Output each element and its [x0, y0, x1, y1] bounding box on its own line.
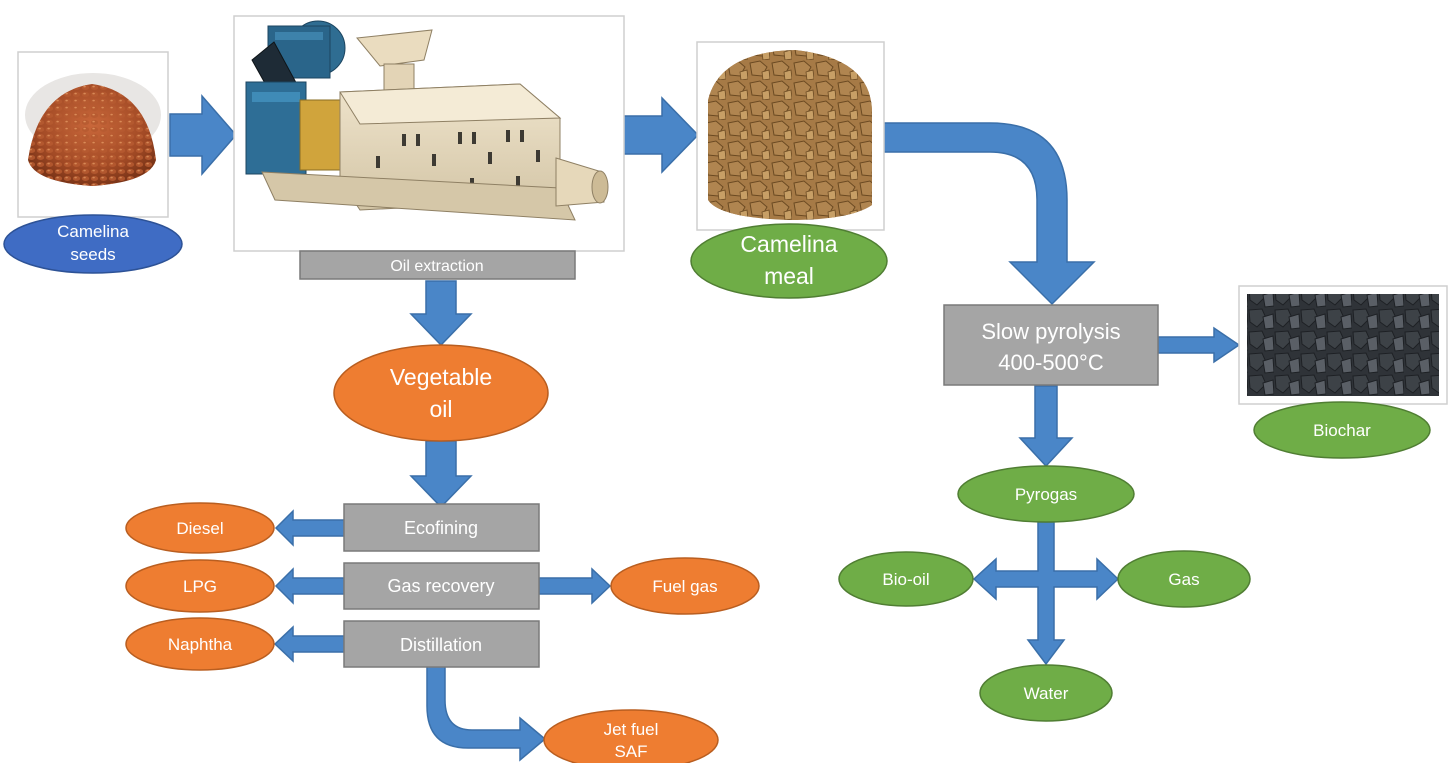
node-camelina-meal: Camelina meal	[690, 223, 888, 299]
oil-extraction-label: Oil extraction	[390, 258, 483, 275]
jet-fuel-line2: SAF	[614, 742, 647, 761]
slow-pyrolysis-line1: Slow pyrolysis	[981, 319, 1120, 344]
node-fuel-gas: Fuel gas	[610, 557, 760, 615]
biochar-image	[1238, 285, 1448, 405]
node-jet-fuel: Jet fuel SAF	[543, 709, 719, 763]
vegetable-oil-line2: oil	[429, 396, 452, 422]
arrow-distillation-to-jetfuel	[426, 665, 547, 762]
node-naphtha: Naphtha	[125, 617, 275, 671]
fuel-gas-label: Fuel gas	[652, 577, 717, 596]
camelina-meal-line2: meal	[764, 263, 814, 289]
box-distillation: Distillation	[343, 620, 540, 668]
biochar-label: Biochar	[1313, 421, 1371, 440]
meal-image	[696, 41, 885, 231]
water-label: Water	[1024, 684, 1069, 703]
arrow-gasrecovery-to-lpg	[274, 567, 345, 605]
bio-oil-label: Bio-oil	[882, 570, 929, 589]
arrow-gasrecovery-to-fuelgas	[538, 567, 612, 605]
lpg-label: LPG	[183, 577, 217, 596]
ecofining-label: Ecofining	[404, 518, 478, 538]
camelina-meal-line1: Camelina	[740, 231, 837, 257]
slow-pyrolysis-line2: 400-500°C	[998, 350, 1104, 375]
gas-recovery-label: Gas recovery	[387, 576, 494, 596]
arrow-pyrolysis-to-pyrogas	[1018, 385, 1074, 468]
arrow-ecofining-to-diesel	[274, 509, 345, 547]
node-vegetable-oil: Vegetable oil	[333, 344, 549, 442]
node-camelina-seeds: Camelina seeds	[3, 214, 183, 274]
box-gas-recovery: Gas recovery	[343, 562, 540, 610]
diesel-label: Diesel	[176, 519, 223, 538]
node-water: Water	[979, 664, 1113, 722]
arrow-extraction-to-oil	[409, 280, 473, 347]
node-lpg: LPG	[125, 559, 275, 613]
box-oil-extraction: Oil extraction	[299, 250, 576, 280]
arrow-meal-to-pyrolysis	[883, 122, 1096, 306]
vegetable-oil-line1: Vegetable	[390, 364, 492, 390]
node-diesel: Diesel	[125, 502, 275, 554]
distillation-label: Distillation	[400, 635, 482, 655]
node-bio-oil: Bio-oil	[838, 551, 974, 607]
flow-arrows	[169, 93, 1241, 762]
arrow-oil-to-ecofining	[409, 440, 473, 509]
camelina-seeds-line1: Camelina	[57, 222, 129, 241]
node-biochar: Biochar	[1253, 401, 1431, 459]
naphtha-label: Naphtha	[168, 635, 233, 654]
arrow-pyrogas-cross	[972, 521, 1120, 666]
seeds-image	[17, 51, 169, 218]
pyrogas-label: Pyrogas	[1015, 485, 1077, 504]
jet-fuel-line1: Jet fuel	[604, 720, 659, 739]
box-slow-pyrolysis: Slow pyrolysis 400-500°C	[943, 304, 1159, 386]
arrow-distillation-to-naphtha	[273, 625, 345, 663]
gas-label: Gas	[1168, 570, 1199, 589]
arrow-seeds-to-press	[169, 93, 237, 177]
box-ecofining: Ecofining	[343, 503, 540, 552]
node-pyrogas: Pyrogas	[957, 465, 1135, 523]
camelina-seeds-line2: seeds	[70, 245, 115, 264]
press-image	[233, 15, 625, 252]
arrow-press-to-meal	[617, 96, 700, 174]
node-gas: Gas	[1117, 550, 1251, 608]
arrow-pyrolysis-to-biochar	[1157, 326, 1241, 364]
